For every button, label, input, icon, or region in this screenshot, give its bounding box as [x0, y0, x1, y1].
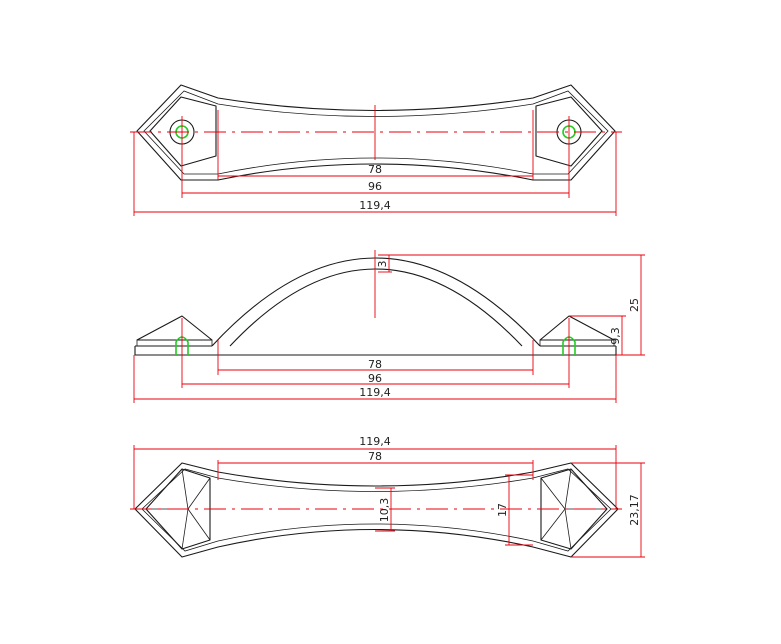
bottom-right-facet-a — [564, 468, 572, 510]
side-dim-foot-label: 9,3 — [609, 327, 622, 345]
top-handle-outline — [136, 84, 616, 181]
top-dim-overall-label: 119,4 — [359, 199, 391, 212]
bottom-left-facet-a — [181, 468, 189, 510]
bottom-right-facet-c — [564, 508, 572, 550]
bottom-right-pyramid — [540, 468, 608, 550]
top-dim-inner-label: 78 — [368, 163, 382, 176]
bottom-left-facet-c — [181, 508, 189, 550]
bottom-left-pyramid — [145, 468, 211, 550]
bottom-right-facet-e — [540, 508, 566, 541]
bottom-view: 119,4 78 10,3 17 23,17 — [130, 435, 645, 558]
bottom-dim-overall-label: 119,4 — [359, 435, 391, 448]
side-dim-height-label: 25 — [628, 298, 641, 312]
bottom-dim-neck-label: 17 — [496, 503, 509, 517]
side-base-plate — [134, 346, 617, 356]
bottom-handle-inner-outline — [141, 468, 612, 552]
bottom-left-facet-e — [187, 508, 211, 541]
side-dim-overall-label: 119,4 — [359, 386, 391, 399]
side-arch-outer — [211, 257, 541, 347]
side-right-foot — [539, 315, 615, 341]
bottom-dim-inner-label: 78 — [368, 450, 382, 463]
side-dim-inner-label: 78 — [368, 358, 382, 371]
bottom-right-facet-d — [540, 477, 566, 510]
side-dim-mid-label: 96 — [368, 372, 382, 385]
side-view: 3 25 9,3 78 96 119,4 — [133, 250, 645, 403]
top-left-end-pad — [149, 96, 217, 167]
top-handle-inner-outline — [143, 90, 609, 175]
side-left-foot — [136, 315, 213, 341]
side-arch-inner — [229, 268, 523, 347]
bottom-dim-waist-label: 10,3 — [378, 498, 391, 523]
top-view: 78 96 119,4 — [130, 84, 622, 216]
side-dim-thickness-label: 3 — [376, 261, 389, 268]
top-dim-mid-label: 96 — [368, 180, 382, 193]
bottom-dim-width-label: 23,17 — [628, 494, 641, 526]
bottom-left-facet-d — [187, 477, 211, 510]
top-right-end-pad — [535, 96, 603, 167]
